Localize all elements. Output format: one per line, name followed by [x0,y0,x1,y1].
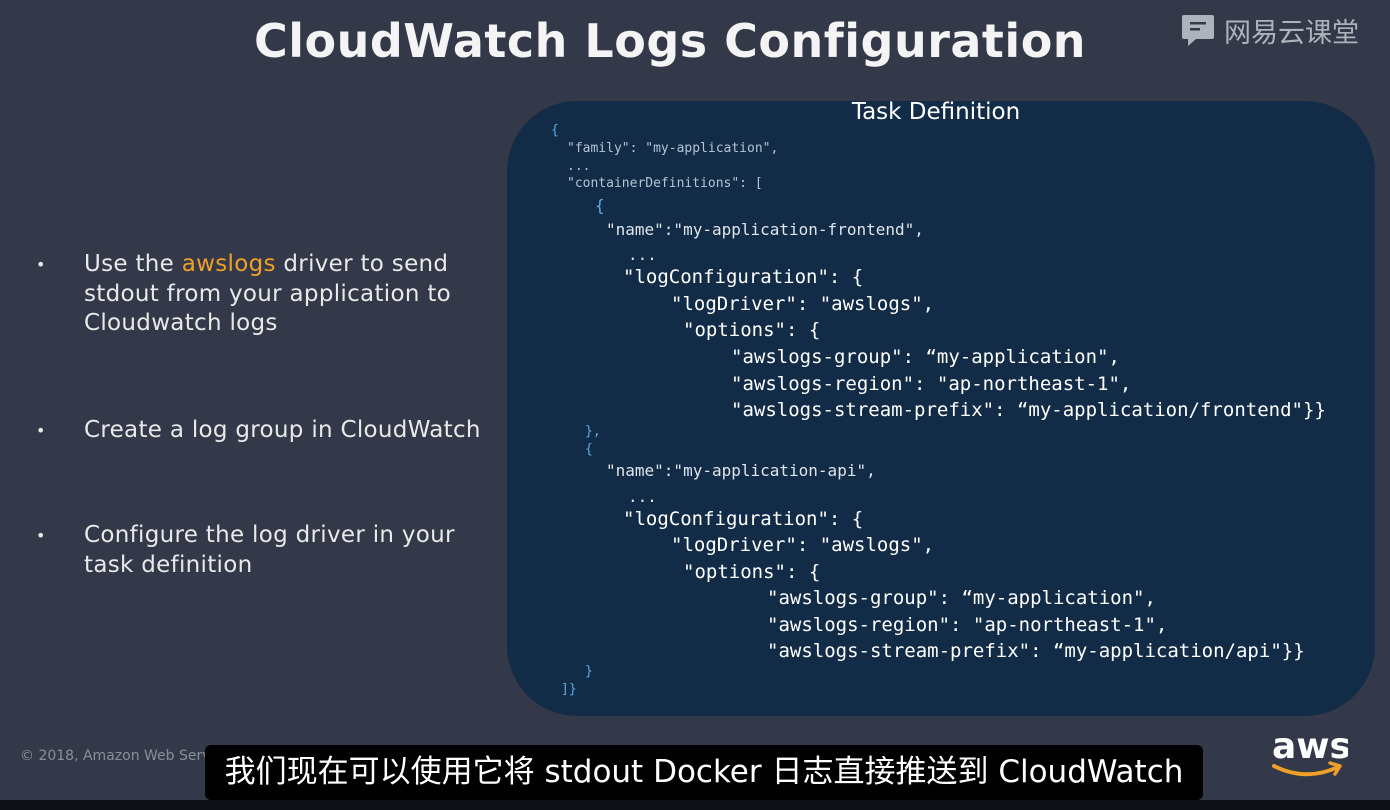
bullet-text-part: Use the [84,251,182,277]
aws-logo-icon: aws [1272,726,1348,777]
task-definition-panel: Task Definition { "family": "my-applicat… [507,99,1375,716]
aws-logo-text: aws [1272,726,1348,767]
code-line: "family": "my-application", [567,141,779,156]
code-line: ... [567,159,591,174]
code-line: } [585,664,593,679]
awslogs-highlight: awslogs [181,251,276,277]
code-line: "awslogs-stream-prefix": “my-application… [731,399,1326,421]
code-line: { [585,442,593,457]
code-line: "awslogs-stream-prefix": “my-application… [767,640,1305,662]
code-line: "logDriver": "awslogs", [671,534,935,556]
code-line: ... [628,487,657,506]
code-line: "name":"my-application-api", [606,461,876,480]
code-line: "options": { [683,561,821,583]
panel-title: Task Definition [851,99,1021,125]
bullet-item: • Create a log group in CloudWatch [34,416,504,446]
netease-watermark: 网易云课堂 [1180,10,1390,50]
code-line: "logDriver": "awslogs", [671,293,935,315]
watermark-text: 网易云课堂 [1224,17,1359,49]
bullet-marker: • [36,526,46,545]
bullet-item: • Configure the log driver in your task … [34,521,504,580]
code-line: "awslogs-group": “my-application", [767,587,1156,609]
video-subtitle: 我们现在可以使用它将 stdout Docker 日志直接推送到 CloudWa… [205,745,1203,800]
code-line: "containerDefinitions": [ [567,176,763,191]
bullet-text: Configure the log driver in your task de… [84,522,455,578]
code-line: "name":"my-application-frontend", [606,220,924,239]
code-line: }, [585,424,601,439]
bullet-text-part: driver to send stdout from your applicat… [84,251,452,336]
netease-logo-icon [1182,15,1214,46]
code-line: { [595,196,605,215]
code-line: "awslogs-region": "ap-northeast-1", [767,614,1168,636]
code-line: "awslogs-region": "ap-northeast-1", [731,373,1132,395]
bullet-marker: • [36,255,46,274]
bullet-item: • Use the awslogs driver to send stdout … [34,250,504,339]
code-line: "awslogs-group": “my-application", [731,346,1120,368]
code-line: { [551,123,559,138]
bullet-marker: • [36,421,46,440]
code-line: "options": { [683,319,821,341]
code-line: "logConfiguration": { [623,508,864,530]
code-line: "logConfiguration": { [623,266,864,288]
video-bottom-bar [0,800,1390,810]
bullet-text: Use the awslogs driver to send stdout fr… [84,250,504,339]
slide-title: CloudWatch Logs Configuration [253,14,1087,68]
code-block: { "family": "my-application", ... "conta… [507,101,1375,716]
code-line: ]} [561,682,577,697]
code-line: ... [628,245,657,264]
bullet-text: Create a log group in CloudWatch [84,417,481,443]
